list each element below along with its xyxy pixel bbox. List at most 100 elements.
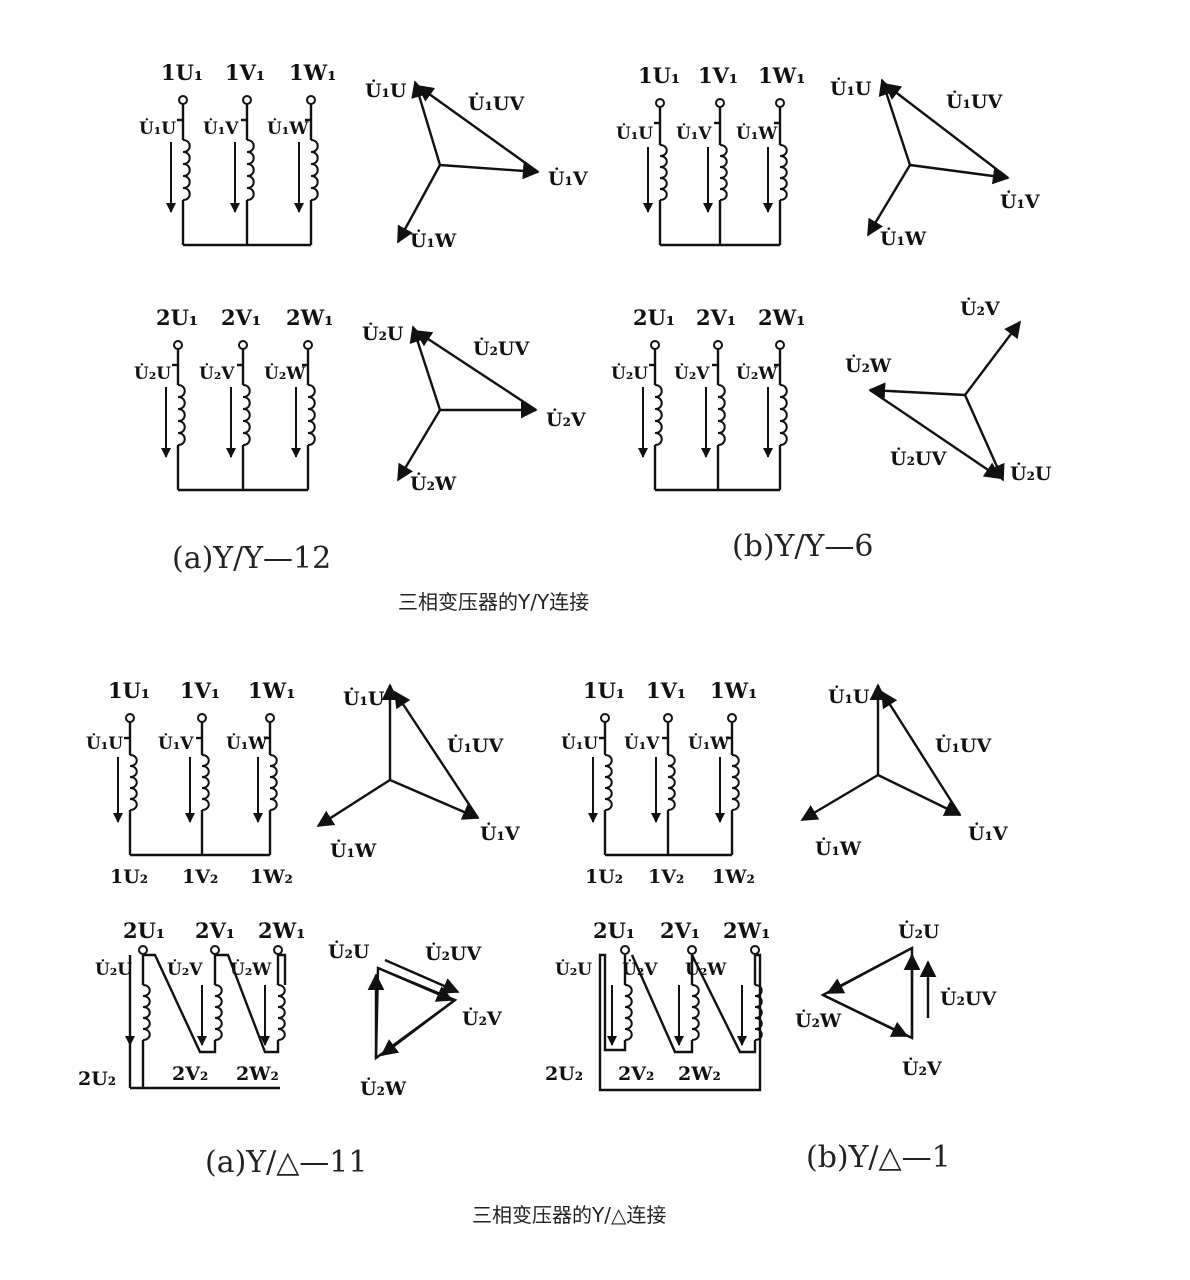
yd1-primary-terminal-label-2: 1W₁ bbox=[710, 678, 757, 703]
yy6-phasor2-phasor-label-uv: U̇₂UV bbox=[890, 448, 947, 470]
yd1-phasor2-label-w: U̇₂W bbox=[795, 1010, 842, 1032]
yy12-secondary-terminal-label-2: 2W₁ bbox=[286, 305, 333, 330]
yd1-phasor2-label-uv: U̇₂UV bbox=[940, 988, 997, 1010]
yd1-phasor1-phasor-w bbox=[800, 773, 879, 822]
yd1-secondary-bottom-label-0: 2U₂ bbox=[545, 1063, 583, 1085]
yd1-phasor2-w bbox=[826, 946, 913, 995]
yd11-primary-voltage-label-0: U̇₁U bbox=[86, 734, 123, 754]
yy6-primary-voltage-label-0: U̇₁U bbox=[616, 124, 653, 144]
yy12-primary-voltage-label-2: U̇₁W bbox=[267, 119, 309, 139]
yy12-phasor1-phasor-u bbox=[411, 80, 442, 166]
yd11-phasor2-w bbox=[380, 999, 456, 1057]
yy6-primary-coil-0 bbox=[659, 144, 668, 201]
section-caption-yy: 三相变压器的Y/Y连接 bbox=[398, 590, 589, 614]
yy6-phasor2-phasor-v bbox=[964, 320, 1022, 396]
yd11-phasor1-phasor-label-uv: U̇₁UV bbox=[447, 735, 504, 757]
yd11-phasor2-label-w: U̇₂W bbox=[360, 1078, 407, 1100]
yy12-primary-voltage-label-0: U̇₁U bbox=[139, 119, 176, 139]
yy12-primary-coil-2 bbox=[310, 139, 319, 201]
yd1-secondary-bottom-label-1: 2V₂ bbox=[618, 1063, 654, 1085]
yd1-secondary-terminal-label-2: 2W₁ bbox=[723, 918, 770, 943]
yd1-primary-terminal-1 bbox=[663, 713, 673, 723]
yy6-primary-terminal-2 bbox=[775, 98, 785, 108]
yy6-secondary-terminal-1 bbox=[713, 340, 723, 350]
yd11-secondary-terminal-label-0: 2U₁ bbox=[123, 918, 165, 943]
yd11-primary-terminal-0 bbox=[125, 713, 135, 723]
yd1-primary-voltage-label-2: U̇₁W bbox=[688, 734, 730, 754]
yy12-secondary-voltage-label-2: U̇₂W bbox=[264, 364, 306, 384]
yd1-phasor1-phasor-v bbox=[877, 773, 962, 817]
yy6-phasor1-phasor-w bbox=[866, 164, 912, 237]
yy12-secondary-coil-2 bbox=[307, 384, 316, 446]
yy12-primary-terminal-0 bbox=[178, 95, 188, 105]
yd11-primary-bottom-label-2: 1W₂ bbox=[250, 866, 293, 888]
yd1-secondary-coil-0 bbox=[624, 984, 633, 1041]
yy12-primary-terminal-label-0: 1U₁ bbox=[161, 60, 203, 85]
yd11-secondary-terminal-label-1: 2V₁ bbox=[195, 918, 235, 943]
yy6-secondary-terminal-label-2: 2W₁ bbox=[758, 305, 805, 330]
yy6-phasor2-phasor-label-u: U̇₂U bbox=[1010, 463, 1052, 485]
yd1-secondary-voltage-label-2: U̇₂W bbox=[685, 960, 727, 980]
yd1-secondary-voltage-label-0: U̇₂U bbox=[555, 960, 592, 980]
yy12-phasor2-phasor-w bbox=[396, 409, 442, 482]
yy12-phasor1-phasor-label-w: U̇₁W bbox=[410, 230, 457, 252]
yd1-primary-bottom-label-0: 1U₂ bbox=[585, 866, 623, 888]
yy12-phasor1-phasor-label-u: U̇₁U bbox=[365, 80, 407, 102]
yy6-secondary-coil-2 bbox=[779, 384, 788, 446]
yd1-primary-terminal-label-1: 1V₁ bbox=[646, 678, 686, 703]
yd1-secondary-delta-links bbox=[598, 953, 762, 1092]
yd1-phasor2-label-u: U̇₂U bbox=[898, 921, 940, 943]
yy6-secondary-voltage-label-0: U̇₂U bbox=[611, 364, 648, 384]
yd11-primary-bottom-label-0: 1U₂ bbox=[110, 866, 148, 888]
yd1-primary-coil-1 bbox=[667, 754, 676, 811]
yd1-primary-coil-2 bbox=[731, 754, 740, 811]
yd1-secondary-coil-2 bbox=[754, 984, 763, 1041]
yy12-phasor2-phasor-uv bbox=[414, 329, 537, 412]
yd11-secondary-coil-2 bbox=[277, 984, 286, 1041]
yd11-primary-voltage-label-1: U̇₁V bbox=[158, 734, 194, 754]
yd1-phasor1-phasor-label-w: U̇₁W bbox=[815, 838, 862, 860]
yd11-secondary-delta-links bbox=[141, 953, 287, 1088]
yy12-secondary-coil-0 bbox=[177, 384, 186, 446]
yd11-phasor1-phasor-label-v: U̇₁V bbox=[480, 823, 521, 845]
yy6-phasor1-phasor-label-u: U̇₁U bbox=[830, 78, 872, 100]
yd11-phasor2-uv bbox=[384, 958, 460, 994]
yy6-primary-voltage-label-2: U̇₁W bbox=[736, 124, 778, 144]
yy12-secondary-terminal-label-1: 2V₁ bbox=[221, 305, 261, 330]
yy12-phasor2-phasor-label-w: U̇₂W bbox=[410, 473, 457, 495]
yy6-primary-voltage-label-1: U̇₁V bbox=[676, 124, 712, 144]
yy12-primary-terminal-label-2: 1W₁ bbox=[289, 60, 336, 85]
yd1-phasor1-phasor-label-v: U̇₁V bbox=[968, 823, 1009, 845]
yy12-primary-coil-1 bbox=[246, 139, 255, 201]
yy6-phasor2-phasor-label-w: U̇₂W bbox=[845, 355, 892, 377]
yy6-phasor1-phasor-label-v: U̇₁V bbox=[1000, 191, 1041, 213]
yy6-primary-terminal-label-2: 1W₁ bbox=[758, 63, 805, 88]
yd1-primary-coil-0 bbox=[604, 754, 613, 811]
yy12-secondary-voltage-label-0: U̇₂U bbox=[134, 364, 171, 384]
yd1-secondary-terminal-1 bbox=[687, 945, 697, 955]
yd11-phasor2-label-v: U̇₂V bbox=[462, 1008, 503, 1030]
yd11-secondary-terminal-2 bbox=[273, 945, 283, 955]
yd11-primary-terminal-1 bbox=[197, 713, 207, 723]
yy6-primary-terminal-label-0: 1U₁ bbox=[638, 63, 680, 88]
yd11-phasor2-label-uv: U̇₂UV bbox=[425, 943, 482, 965]
yd1-primary-terminal-0 bbox=[600, 713, 610, 723]
yd11-primary-terminal-label-2: 1W₁ bbox=[248, 678, 295, 703]
yd11-secondary-bottom-label-1: 2V₂ bbox=[172, 1063, 208, 1085]
yd11-secondary-bottom-label-0: 2U₂ bbox=[78, 1068, 116, 1090]
yy6-primary-terminal-0 bbox=[655, 98, 665, 108]
yy6-secondary-coil-0 bbox=[654, 384, 663, 446]
yy12-phasor2-phasor-label-u: U̇₂U bbox=[362, 323, 404, 345]
yy6-phasor2-phasor-label-v: U̇₂V bbox=[960, 298, 1001, 320]
yd11-secondary-voltage-label-2: U̇₂W bbox=[230, 960, 272, 980]
yd1-primary-voltage-label-0: U̇₁U bbox=[561, 734, 598, 754]
yd1-secondary-coil-1 bbox=[691, 984, 700, 1041]
yy12-secondary-terminal-1 bbox=[238, 340, 248, 350]
yd1-secondary-voltage-label-1: U̇₂V bbox=[622, 960, 658, 980]
yy6-phasor1-phasor-label-w: U̇₁W bbox=[880, 228, 927, 250]
yd11-phasor1-phasor-v bbox=[389, 778, 480, 820]
yd11-phasor2-v bbox=[377, 966, 454, 1002]
yd1-secondary-terminal-0 bbox=[620, 945, 630, 955]
yd11-secondary-voltage-label-0: U̇₂U bbox=[95, 960, 132, 980]
